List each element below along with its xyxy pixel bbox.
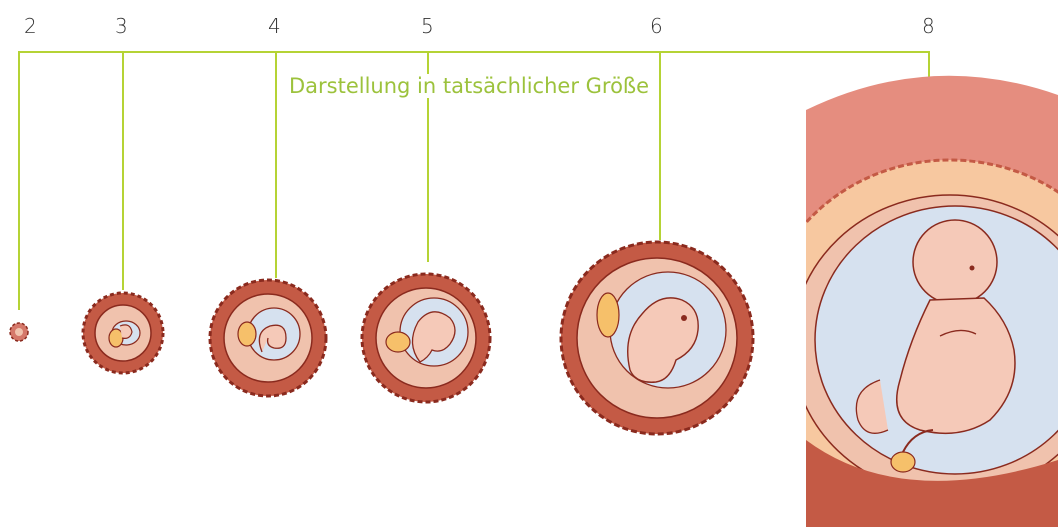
embryo-week-8	[760, 76, 1058, 527]
embryo-week-5	[362, 274, 490, 402]
week-label-4: 4	[268, 14, 281, 38]
week-label-5: 5	[421, 14, 434, 38]
embryo-week-2	[10, 323, 28, 341]
week-label-2: 2	[24, 14, 37, 38]
diagram-caption: Darstellung in tatsächlicher Größe	[287, 74, 651, 98]
week-label-3: 3	[115, 14, 128, 38]
week-label-8: 8	[922, 14, 935, 38]
embryo-week-4	[210, 280, 326, 396]
week-label-6: 6	[650, 14, 663, 38]
embryo-week-6	[561, 242, 753, 434]
embryo-week-3	[83, 293, 163, 373]
